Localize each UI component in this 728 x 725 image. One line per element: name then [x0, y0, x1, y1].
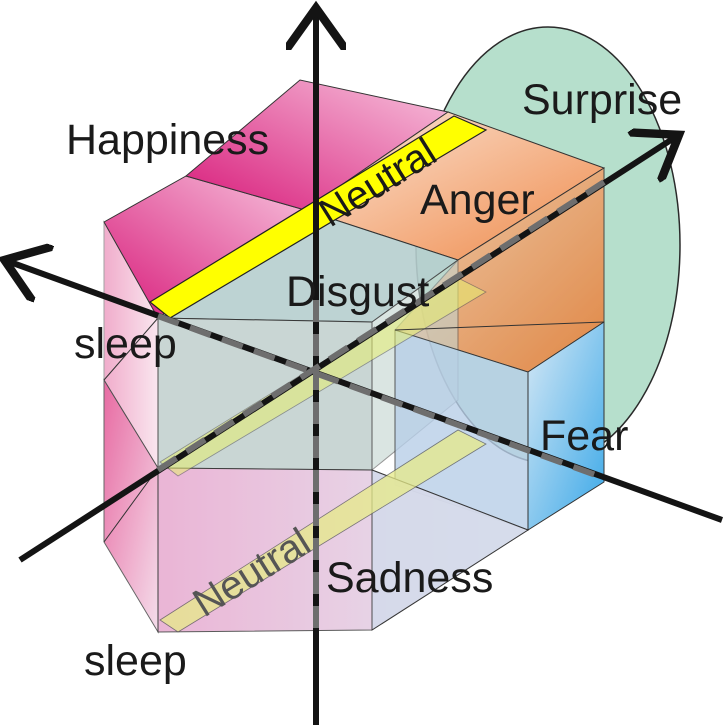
sleep-lower-label: sleep — [84, 637, 187, 685]
level-line-middle — [103, 317, 159, 381]
anger-label: Anger — [420, 176, 535, 224]
sleep-upper-label: sleep — [74, 320, 177, 368]
level-line-right — [394, 321, 605, 331]
disgust-label: Disgust — [286, 268, 429, 316]
fear-label: Fear — [540, 412, 628, 460]
diagonal-axis-left-hidden — [156, 313, 606, 481]
sadness-label: Sadness — [326, 554, 493, 602]
level-line-lower — [103, 467, 159, 543]
sadness-bottom-face — [371, 469, 530, 631]
diagonal-axis-right-hidden — [156, 179, 606, 473]
neutral-bottom-band — [159, 429, 487, 633]
happiness-label: Happiness — [66, 116, 269, 164]
surprise-label: Surprise — [522, 76, 682, 124]
